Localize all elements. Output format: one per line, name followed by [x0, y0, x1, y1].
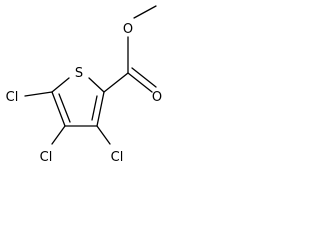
bond-carbonyl-o-double-b: [131, 67, 157, 88]
chlorine-c4-label: Cl: [40, 150, 53, 165]
bond-ester-o-methyl: [133, 5, 157, 19]
molecule-structure: S O O Cl Cl Cl: [6, 5, 162, 165]
bond-c3-c2: [96, 91, 105, 127]
carbonyl-oxygen-label: O: [152, 90, 162, 105]
bond-c3-cl: [96, 125, 111, 145]
bond-c5-cl: [24, 91, 53, 97]
sulfur-atom-label: S: [75, 66, 83, 81]
bond-c4-cl: [51, 125, 66, 145]
bond-c5-c4: [51, 91, 66, 127]
bond-c3-c2-double: [91, 95, 98, 121]
bond-s-c5: [51, 77, 70, 93]
ester-oxygen-label: O: [123, 22, 133, 37]
bond-c2-carbonyl: [103, 72, 129, 93]
bond-carbonyl-o-double-a: [127, 72, 153, 93]
chlorine-c3-label: Cl: [111, 150, 124, 165]
bond-c5-c4-double: [58, 93, 71, 123]
chlorine-c5-label: Cl: [6, 90, 19, 105]
structure-canvas: S O O Cl Cl Cl: [0, 0, 195, 176]
bond-s-c2: [88, 77, 105, 93]
